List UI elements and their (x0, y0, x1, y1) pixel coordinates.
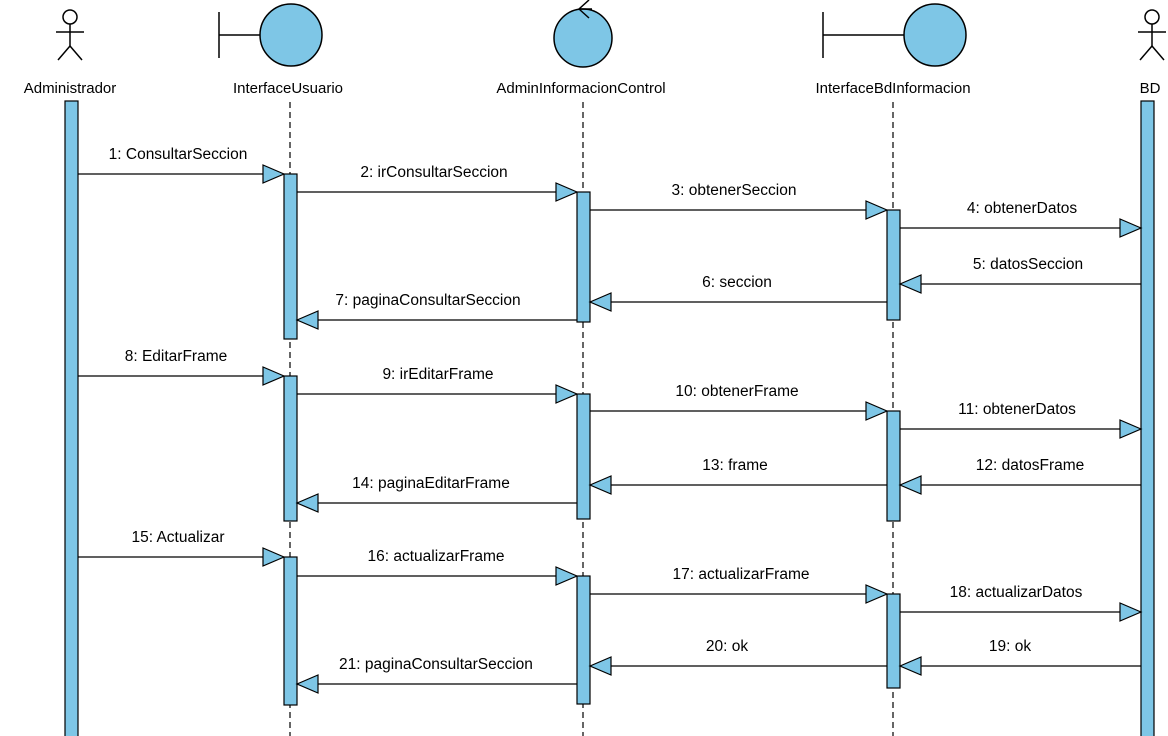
participant-label: AdminInformacionControl (496, 80, 665, 97)
activation-bar-bd (1140, 100, 1155, 736)
message-label: 15: Actualizar (131, 529, 224, 546)
arrowhead-icon (898, 475, 922, 495)
activation-bar-administrador (64, 100, 79, 736)
control-icon (553, 0, 613, 68)
message-label: 4: obtenerDatos (967, 200, 1078, 217)
message-label: 2: irConsultarSeccion (360, 164, 507, 181)
activation-bar-interfacebdinformacion (886, 410, 901, 522)
message-label: 6: seccion (702, 274, 772, 291)
participant-label: InterfaceBdInformacion (815, 80, 970, 97)
arrowhead-icon (865, 200, 889, 220)
message: 18: actualizarDatos (900, 584, 1143, 622)
actor-icon (1138, 9, 1166, 61)
arrowhead-icon (555, 182, 579, 202)
message: 6: seccion (588, 274, 887, 312)
message-label: 13: frame (702, 457, 767, 474)
arrowhead-icon (588, 292, 612, 312)
message: 3: obtenerSeccion (590, 182, 889, 220)
message-label: 3: obtenerSeccion (672, 182, 797, 199)
message: 11: obtenerDatos (900, 401, 1143, 439)
arrowhead-icon (1119, 419, 1143, 439)
arrowhead-icon (262, 164, 286, 184)
message-label: 16: actualizarFrame (368, 548, 505, 565)
message: 12: datosFrame (898, 457, 1141, 495)
participant-label: InterfaceUsuario (233, 80, 343, 97)
message-label: 8: EditarFrame (125, 348, 228, 365)
arrowhead-icon (295, 310, 319, 330)
arrowhead-icon (1119, 218, 1143, 238)
arrowhead-icon (588, 656, 612, 676)
arrowhead-icon (865, 584, 889, 604)
message-label: 17: actualizarFrame (673, 566, 810, 583)
activation-bar-admininformacioncontrol (576, 575, 591, 705)
message: 15: Actualizar (78, 529, 286, 567)
activation-bar-interfaceusuario (283, 375, 298, 522)
message-label: 1: ConsultarSeccion (109, 146, 248, 163)
arrowhead-icon (555, 566, 579, 586)
message: 17: actualizarFrame (590, 566, 889, 604)
message: 13: frame (588, 457, 887, 495)
arrowhead-icon (555, 384, 579, 404)
arrowhead-icon (295, 674, 319, 694)
message: 10: obtenerFrame (590, 383, 889, 421)
message-label: 10: obtenerFrame (675, 383, 798, 400)
message: 16: actualizarFrame (297, 548, 579, 586)
participant-label: Administrador (24, 80, 117, 97)
activation-bar-interfacebdinformacion (886, 593, 901, 689)
message-label: 19: ok (989, 638, 1031, 655)
message: 14: paginaEditarFrame (295, 475, 577, 513)
message: 19: ok (898, 638, 1141, 676)
participant-label: BD (1140, 80, 1161, 97)
message: 5: datosSeccion (898, 256, 1141, 294)
message: 7: paginaConsultarSeccion (295, 292, 577, 330)
activation-bar-interfaceusuario (283, 556, 298, 706)
messages: 1: ConsultarSeccion 2: irConsultarSeccio… (78, 146, 1143, 694)
arrowhead-icon (262, 547, 286, 567)
message: 1: ConsultarSeccion (78, 146, 286, 184)
participant-administrador: Administrador (24, 9, 117, 97)
participant-interfacebdinformacion: InterfaceBdInformacion (815, 3, 971, 97)
message: 2: irConsultarSeccion (297, 164, 579, 202)
message: 21: paginaConsultarSeccion (295, 656, 577, 694)
message-label: 11: obtenerDatos (958, 401, 1076, 418)
activation-bar-interfacebdinformacion (886, 209, 901, 321)
activation-bar-admininformacioncontrol (576, 191, 591, 323)
participant-interfaceusuario: InterfaceUsuario (218, 3, 343, 97)
arrowhead-icon (898, 274, 922, 294)
participant-admininformacioncontrol: AdminInformacionControl (496, 0, 666, 97)
activation-bar-interfaceusuario (283, 173, 298, 340)
message-label: 18: actualizarDatos (950, 584, 1083, 601)
arrowhead-icon (898, 656, 922, 676)
boundary-icon (822, 3, 967, 67)
message: 9: irEditarFrame (297, 366, 579, 404)
arrowhead-icon (865, 401, 889, 421)
message-label: 21: paginaConsultarSeccion (339, 656, 533, 673)
message: 4: obtenerDatos (900, 200, 1143, 238)
message: 20: ok (588, 638, 887, 676)
message-label: 14: paginaEditarFrame (352, 475, 510, 492)
arrowhead-icon (1119, 602, 1143, 622)
message-label: 5: datosSeccion (973, 256, 1083, 273)
activation-bar-admininformacioncontrol (576, 393, 591, 520)
arrowhead-icon (295, 493, 319, 513)
boundary-icon (218, 3, 323, 67)
message-label: 20: ok (706, 638, 748, 655)
arrowhead-icon (262, 366, 286, 386)
message-label: 7: paginaConsultarSeccion (335, 292, 520, 309)
participant-bd: BD (1138, 9, 1166, 97)
message-label: 12: datosFrame (976, 457, 1085, 474)
actor-icon (56, 9, 84, 61)
message-label: 9: irEditarFrame (382, 366, 493, 383)
message: 8: EditarFrame (78, 348, 286, 386)
arrowhead-icon (588, 475, 612, 495)
